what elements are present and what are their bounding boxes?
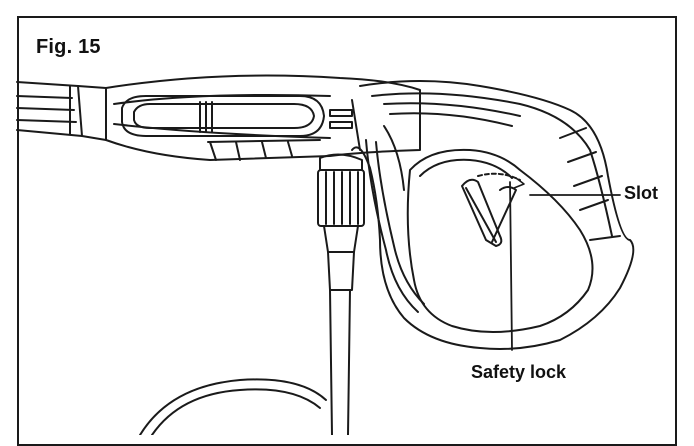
trigger	[365, 125, 425, 313]
lance-extension	[16, 81, 107, 141]
figure-title: Fig. 15	[36, 36, 101, 58]
safety-lock-lever	[461, 172, 525, 247]
hose-loop	[139, 378, 327, 435]
safety-lock-leader-line	[509, 181, 513, 351]
safety-lock-label: Safety lock	[471, 362, 567, 382]
pistol-grip	[351, 80, 635, 350]
leader-lines	[509, 181, 621, 351]
hose-connector	[317, 153, 365, 435]
slot-label: Slot	[624, 183, 658, 203]
gun-barrel	[105, 74, 421, 161]
spray-gun-drawing	[16, 74, 635, 435]
